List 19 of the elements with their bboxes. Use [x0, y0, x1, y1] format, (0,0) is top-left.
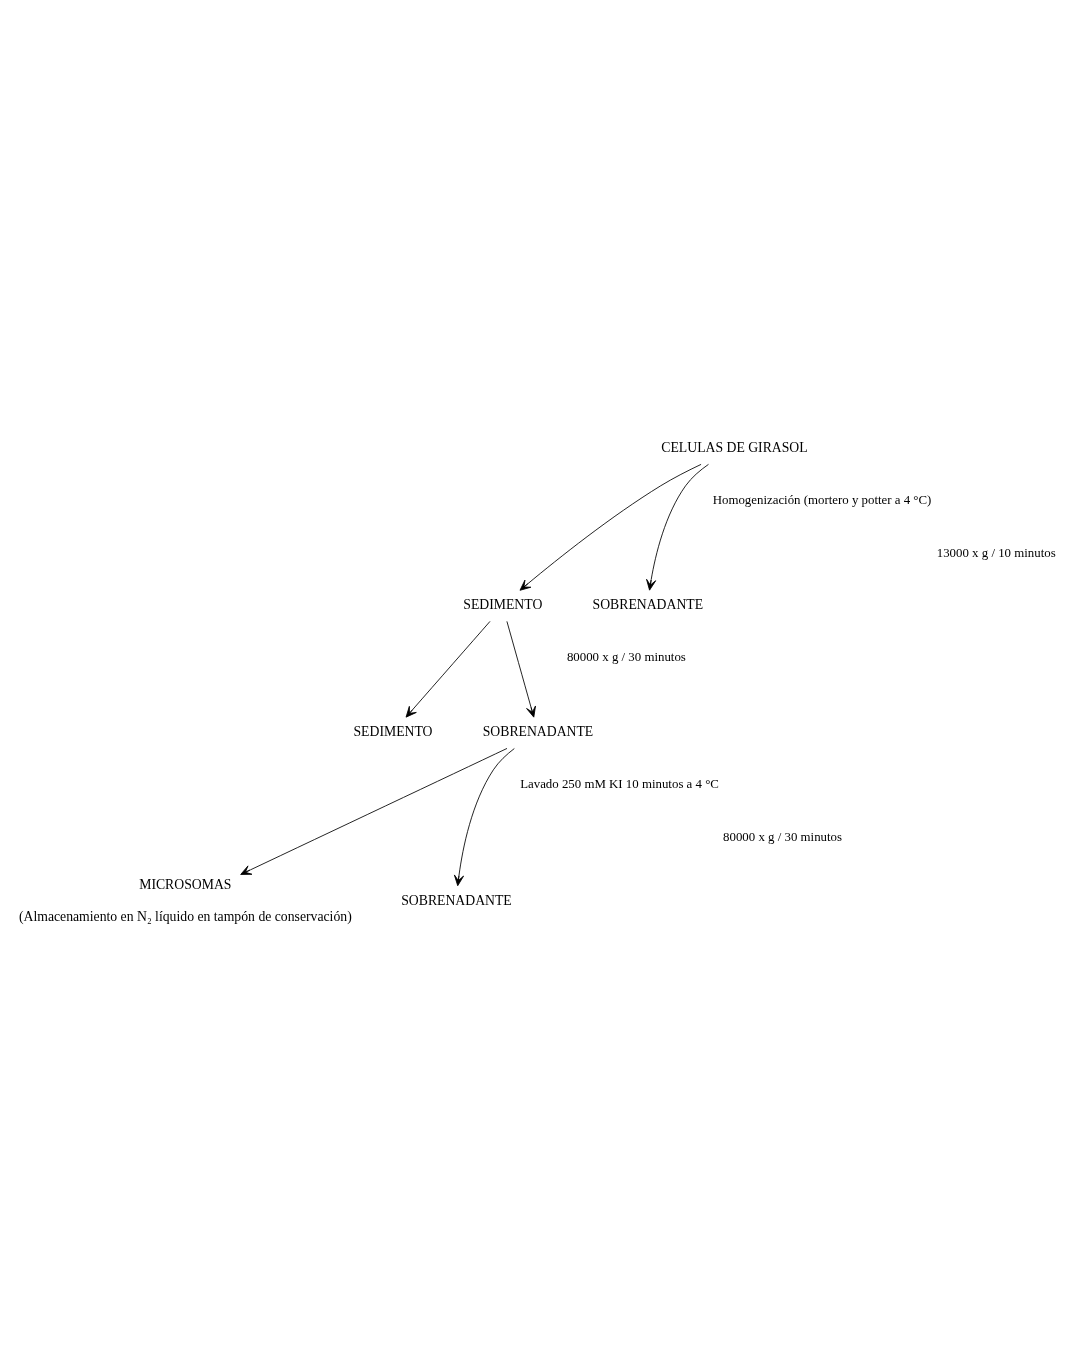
node-text: SOBRENADANTE — [482, 724, 594, 740]
node-text: SEDIMENTO — [463, 597, 543, 613]
arrow — [240, 748, 508, 875]
node-text: SEDIMENTO — [353, 724, 433, 740]
node-text: CELULAS DE GIRASOL — [661, 440, 808, 456]
label: 80000 x g / 30 minutos — [566, 650, 686, 665]
node-label: (Almacenamiento en N₂ líquido en tampón de conservación) — [18, 908, 352, 924]
label: 80000 x g / 30 minutos — [723, 829, 843, 844]
arrow — [519, 463, 702, 591]
node-text: SOBRENADANTE — [592, 597, 704, 613]
node-text: SOBRENADANTE — [401, 892, 512, 908]
arrow — [646, 463, 709, 591]
arrow — [405, 620, 491, 718]
label: Homogenización (mortero y potter a 4 °C) — [712, 493, 932, 508]
node-text: MICROSOMAS — [139, 876, 232, 892]
label: 13000 x g / 10 minutos — [936, 545, 1056, 560]
arrow — [453, 748, 515, 887]
label: Lavado 250 mM KI 10 minutos a 4 °C — [520, 777, 719, 792]
arrow — [506, 620, 536, 718]
